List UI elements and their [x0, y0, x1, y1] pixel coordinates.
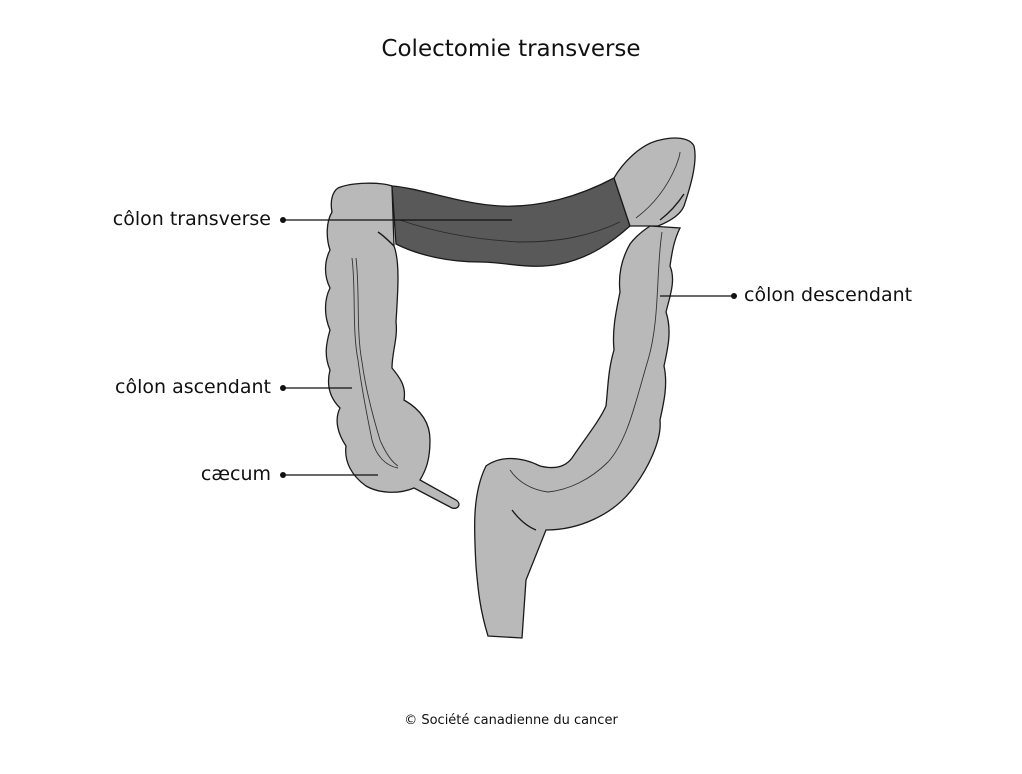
splenic-flexure	[613, 137, 696, 227]
descending-inner-line	[509, 231, 663, 493]
label-colon-descendant: côlon descendant	[744, 284, 913, 306]
dot-ascendant	[280, 385, 286, 391]
transverse-inner-line	[399, 219, 621, 243]
descending-colon	[473, 225, 682, 639]
ascending-colon	[324, 182, 460, 510]
ascending-inner-line	[351, 257, 399, 469]
sigmoid-fold	[511, 509, 537, 531]
ascending-fold	[377, 231, 395, 247]
dot-descendant	[731, 293, 737, 299]
dot-caecum	[280, 472, 286, 478]
transverse-colon-removed	[391, 177, 631, 267]
label-colon-ascendant: côlon ascendant	[115, 376, 271, 398]
label-caecum: cæcum	[200, 463, 271, 485]
diagram-title: Colectomie transverse	[381, 36, 641, 62]
ascending-inner-line-2	[355, 257, 399, 467]
copyright-notice: © Société canadienne du cancer	[404, 713, 618, 728]
label-colon-transverse: côlon transverse	[112, 208, 271, 230]
splenic-fold	[659, 193, 685, 221]
splenic-inner-line	[635, 151, 681, 219]
dot-transverse	[280, 217, 286, 223]
